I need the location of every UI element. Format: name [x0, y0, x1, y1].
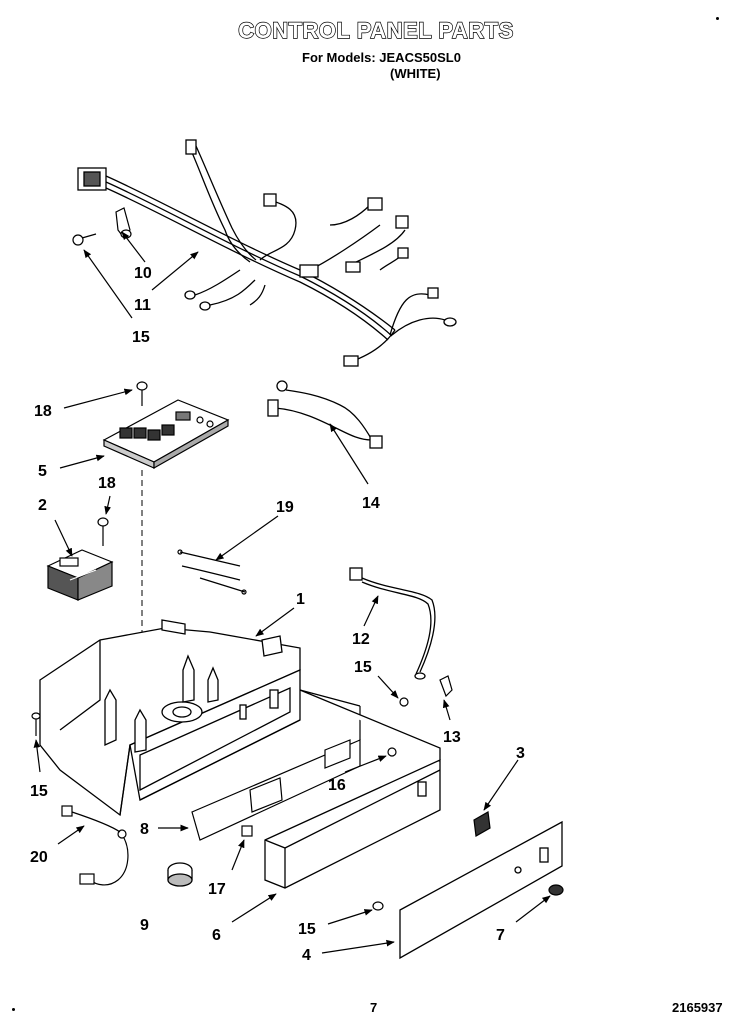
callout-2: 2 [38, 497, 47, 514]
callout-15: 15 [298, 921, 316, 938]
callout-15: 15 [354, 659, 372, 676]
callout-16: 16 [328, 777, 346, 794]
callout-17: 17 [208, 881, 226, 898]
wire-12 [349, 567, 436, 680]
screw-15c [31, 712, 41, 736]
knob-9 [167, 862, 193, 887]
page-title: CONTROL PANEL PARTS [238, 17, 514, 43]
screw-18b [97, 517, 109, 546]
callout-19: 19 [276, 499, 294, 516]
callout-15: 15 [132, 329, 150, 346]
control-board [102, 399, 230, 470]
callout-7: 7 [496, 927, 505, 944]
corner-mark [12, 1008, 15, 1011]
callout-4: 4 [302, 947, 311, 964]
transformer [46, 549, 114, 601]
corner-mark [716, 17, 719, 20]
clip-17 [241, 825, 253, 837]
panel-cover [399, 820, 563, 960]
callout-11: 11 [134, 297, 151, 314]
callout-13: 13 [443, 729, 461, 746]
callout-10: 10 [134, 265, 152, 282]
callout-5: 5 [38, 463, 47, 480]
models-subtitle: For Models: JEACS50SL0 [302, 50, 461, 65]
callout-15: 15 [30, 783, 48, 800]
control-housing [39, 619, 301, 817]
callout-18: 18 [34, 403, 52, 420]
knob-7 [548, 884, 564, 896]
screw-18a [136, 381, 148, 406]
callout-6: 6 [212, 927, 221, 944]
panel-bracket [191, 689, 361, 841]
page-number: 7 [370, 1000, 378, 1015]
leader-lines [33, 231, 551, 954]
callout-9: 9 [140, 917, 149, 934]
callout-20: 20 [30, 849, 48, 866]
wire-harness [77, 139, 457, 367]
color-subtitle: (WHITE) [390, 66, 441, 81]
clip-13 [439, 675, 453, 698]
callout-1: 1 [296, 591, 305, 608]
callout-labels: 10 11 15 18 5 14 2 18 19 1 12 15 13 15 1… [30, 265, 525, 964]
callout-12: 12 [352, 631, 370, 648]
callout-14: 14 [362, 495, 380, 512]
screw-15b [399, 697, 409, 707]
control-panel-body [264, 689, 441, 889]
callout-18: 18 [98, 475, 116, 492]
screw-15a [72, 233, 97, 246]
cord-20 [61, 805, 129, 886]
switch-3 [473, 811, 491, 837]
callout-8: 8 [140, 821, 149, 838]
screw-16 [387, 747, 397, 757]
wire-19 [177, 549, 247, 595]
document-number: 2165937 [672, 1000, 723, 1015]
wire-14 [267, 380, 383, 449]
screw-15d [372, 901, 384, 911]
callout-3: 3 [516, 745, 525, 762]
